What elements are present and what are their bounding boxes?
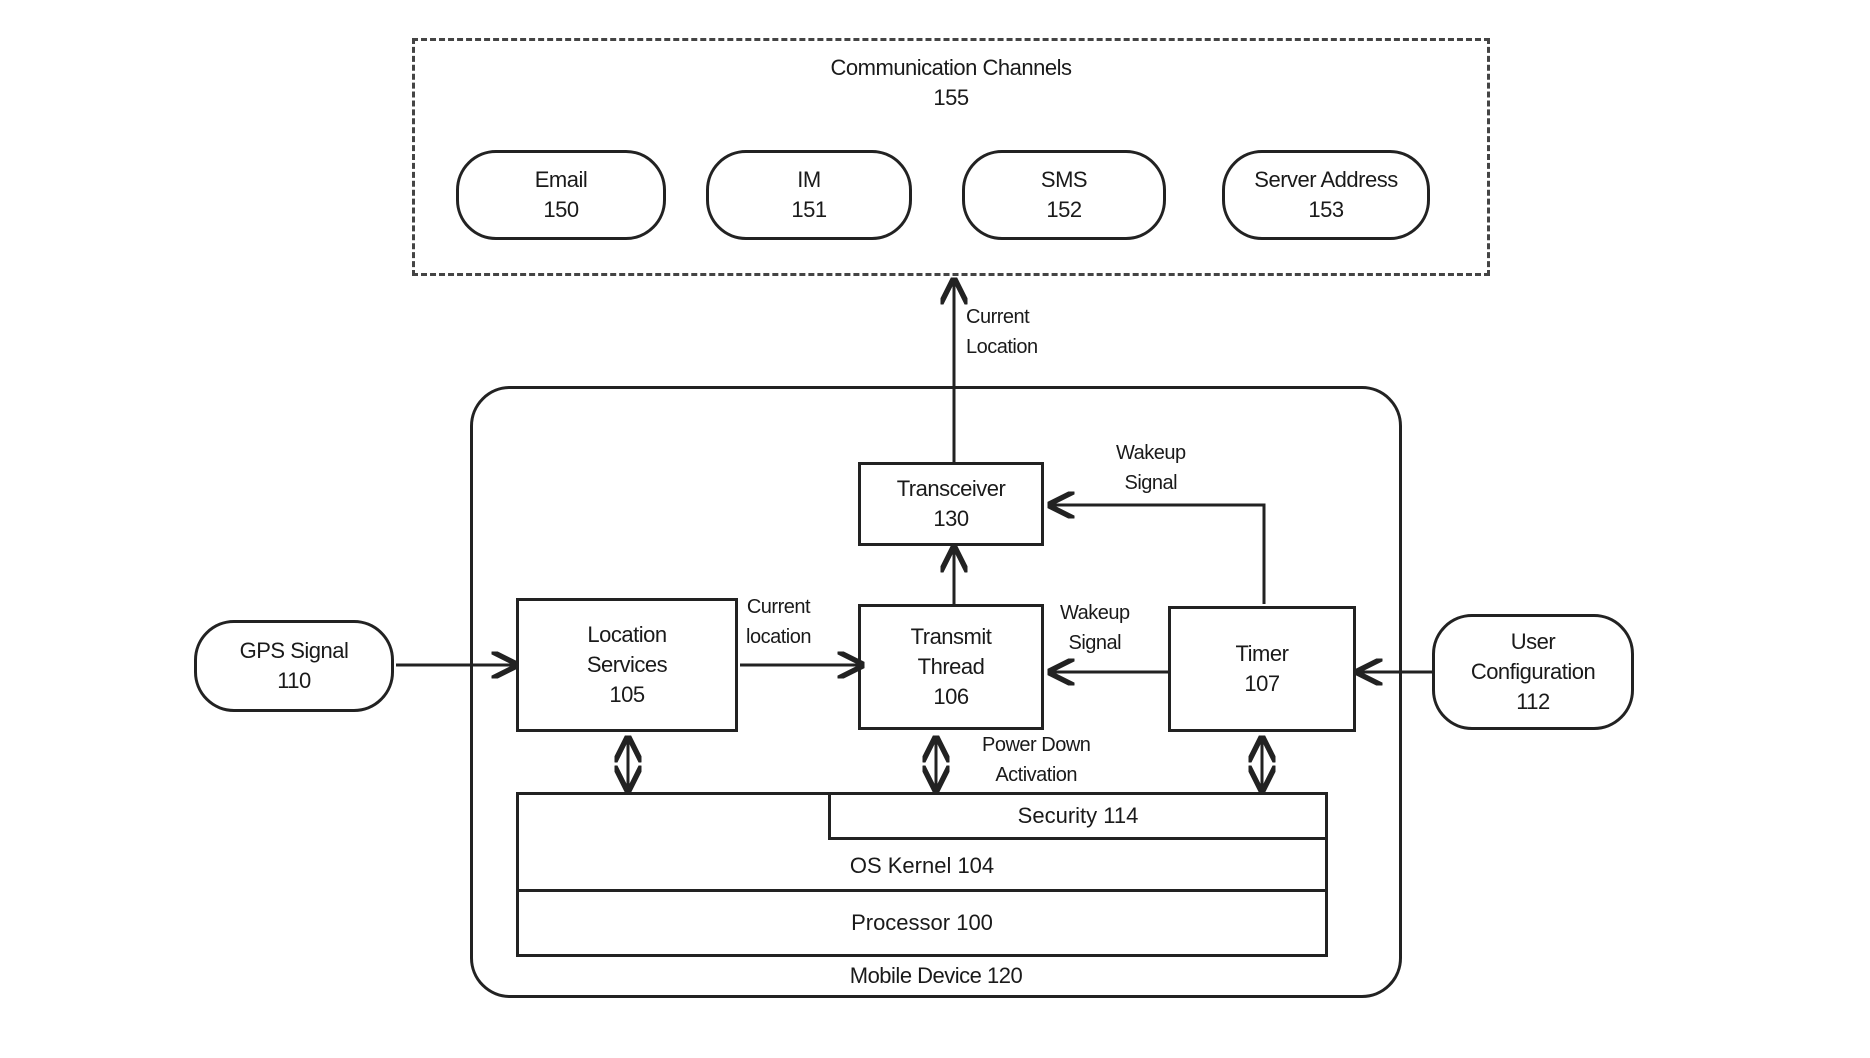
edge-label-line: Power Down — [982, 734, 1091, 756]
edge-label-line: Signal — [1124, 472, 1178, 494]
channel-server-address: Server Address 153 — [1222, 150, 1430, 240]
block-label: Location Services — [586, 622, 668, 677]
security-label: Security 114 — [1017, 803, 1139, 828]
edge-label-line: Wakeup — [1060, 602, 1130, 624]
edge-label-wakeup-mid: Wakeup Signal — [1060, 598, 1130, 658]
edge-label-line: Current — [746, 596, 811, 618]
location-services-block: Location Services 105 — [516, 598, 738, 732]
mobile-device: Mobile Device 120 — [470, 386, 1402, 998]
block-ref: 107 — [1244, 671, 1280, 696]
node-ref: 112 — [1516, 689, 1550, 714]
channel-label: Email — [534, 167, 588, 192]
node-label: User Configuration — [1470, 629, 1596, 684]
edge-label-line: Location — [966, 336, 1038, 358]
transceiver-block: Transceiver 130 — [858, 462, 1044, 546]
channel-label: IM — [797, 167, 821, 192]
transmit-thread-block: Transmit Thread 106 — [858, 604, 1044, 730]
gps-signal-node: GPS Signal 110 — [194, 620, 394, 712]
processor-layer: Processor 100 — [516, 889, 1328, 957]
channel-label: Server Address — [1254, 167, 1398, 192]
edge-label-line: Activation — [995, 764, 1078, 786]
block-label: Transmit Thread — [910, 624, 992, 679]
channel-sms: SMS 152 — [962, 150, 1166, 240]
node-ref: 110 — [277, 668, 311, 693]
edge-label-current-location-mid: Current location — [746, 592, 811, 652]
security-layer: Security 114 — [828, 792, 1328, 840]
edge-label-wakeup-top: Wakeup Signal — [1116, 438, 1186, 498]
os-kernel-label: OS Kernel 104 — [849, 853, 995, 878]
edge-label-power-down: Power Down Activation — [982, 730, 1091, 790]
communication-channels-title: Communication Channels — [830, 55, 1072, 80]
edge-label-line: location — [746, 626, 811, 648]
channel-im: IM 151 — [706, 150, 912, 240]
node-label: GPS Signal — [239, 638, 349, 663]
edge-label-line: Wakeup — [1116, 442, 1186, 464]
edge-label-current-location-up: Current Location — [966, 302, 1038, 362]
block-label: Timer — [1235, 641, 1289, 666]
block-ref: 105 — [609, 682, 645, 707]
channel-ref: 150 — [543, 197, 579, 222]
user-configuration-node: User Configuration 112 — [1432, 614, 1634, 730]
channel-ref: 151 — [791, 197, 827, 222]
mobile-device-label: Mobile Device 120 — [849, 963, 1023, 988]
communication-channels-ref: 155 — [933, 85, 969, 110]
block-ref: 130 — [933, 506, 969, 531]
channel-label: SMS — [1040, 167, 1088, 192]
block-label: Transceiver — [896, 476, 1006, 501]
processor-label: Processor 100 — [851, 910, 993, 935]
block-ref: 106 — [933, 684, 969, 709]
channel-email: Email 150 — [456, 150, 666, 240]
timer-block: Timer 107 — [1168, 606, 1356, 732]
edge-label-line: Current — [966, 306, 1030, 328]
channel-ref: 152 — [1046, 197, 1082, 222]
channel-ref: 153 — [1308, 197, 1344, 222]
communication-channels: Communication Channels 155 — [412, 38, 1490, 276]
edge-label-line: Signal — [1068, 632, 1122, 654]
edge-timer-to-transceiver — [1050, 505, 1266, 604]
